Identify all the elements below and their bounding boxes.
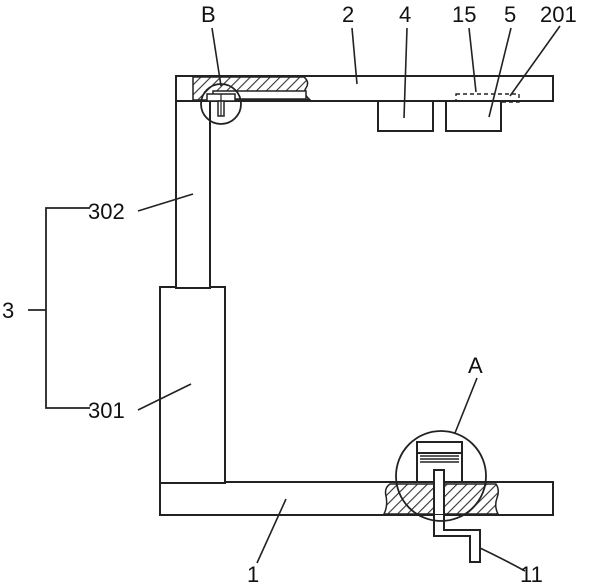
block-4 [377, 100, 434, 132]
label-5: 5 [504, 2, 516, 27]
label-1: 1 [247, 562, 259, 586]
bracket-3 [45, 207, 90, 409]
spring-cap [416, 441, 463, 454]
labels: B 2 4 15 5 201 302 3 301 A 1 11 [2, 2, 577, 586]
label-3: 3 [2, 298, 14, 323]
leader-302 [137, 193, 194, 212]
block-5 [445, 100, 502, 132]
label-302: 302 [88, 199, 125, 224]
label-15: 15 [452, 2, 476, 27]
label-2: 2 [342, 2, 354, 27]
leader-201 [509, 25, 561, 97]
leader-301 [137, 383, 192, 411]
label-201: 201 [540, 2, 577, 27]
crank-handle-11 [433, 515, 481, 563]
label-b: B [201, 2, 216, 27]
leader-1 [256, 498, 287, 564]
dashed-component-15 [455, 93, 520, 103]
label-301: 301 [88, 398, 125, 423]
leader-15 [468, 27, 477, 93]
leader-2 [351, 27, 358, 85]
crank-stem [433, 469, 445, 516]
leader-5 [488, 27, 512, 118]
leader-a [454, 377, 478, 434]
label-11: 11 [520, 562, 543, 586]
detail-circle-a [395, 430, 487, 522]
label-a: A [468, 353, 483, 378]
leader-11 [479, 547, 526, 572]
label-4: 4 [399, 2, 411, 27]
cylinder-301 [159, 286, 226, 484]
leader-b [211, 27, 222, 87]
leader-4 [403, 27, 408, 119]
